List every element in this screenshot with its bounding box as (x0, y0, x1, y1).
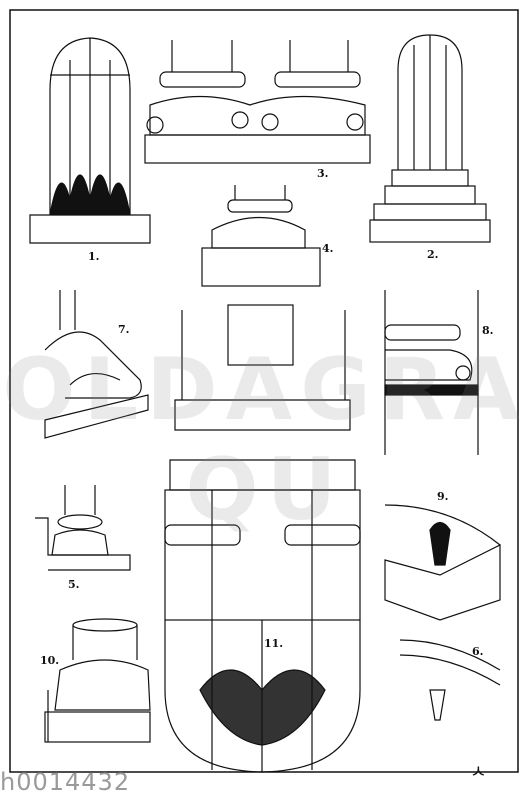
figure-1-drawing (29, 37, 151, 244)
figure-label-4: 4. (322, 242, 334, 255)
figure-label-5: 5. (68, 578, 80, 591)
figure-6-drawing (399, 639, 501, 721)
figure-5-drawing (35, 485, 131, 571)
figure-9-drawing (384, 504, 501, 621)
figure-2-drawing (369, 34, 491, 243)
figure-label-1: 1. (88, 250, 100, 263)
figure-label-6: 6. (472, 645, 484, 658)
figure-4-drawing (201, 185, 321, 287)
figure-3-drawing (144, 40, 371, 164)
figure-11-drawing (164, 304, 361, 773)
figure-label-7: 7. (118, 323, 130, 336)
figure-10-drawing (44, 618, 151, 743)
figure-label-3: 3. (317, 167, 329, 180)
image-code: h0014432 (0, 768, 131, 796)
monogram-mark: ㅅ (470, 762, 487, 783)
figure-8-drawing (384, 290, 479, 455)
figure-label-10: 10. (40, 654, 60, 667)
figure-label-8: 8. (482, 324, 494, 337)
figure-7-drawing (44, 290, 149, 439)
figure-label-9: 9. (437, 490, 449, 503)
figure-label-2: 2. (427, 248, 439, 261)
figure-label-11: 11. (264, 637, 284, 650)
